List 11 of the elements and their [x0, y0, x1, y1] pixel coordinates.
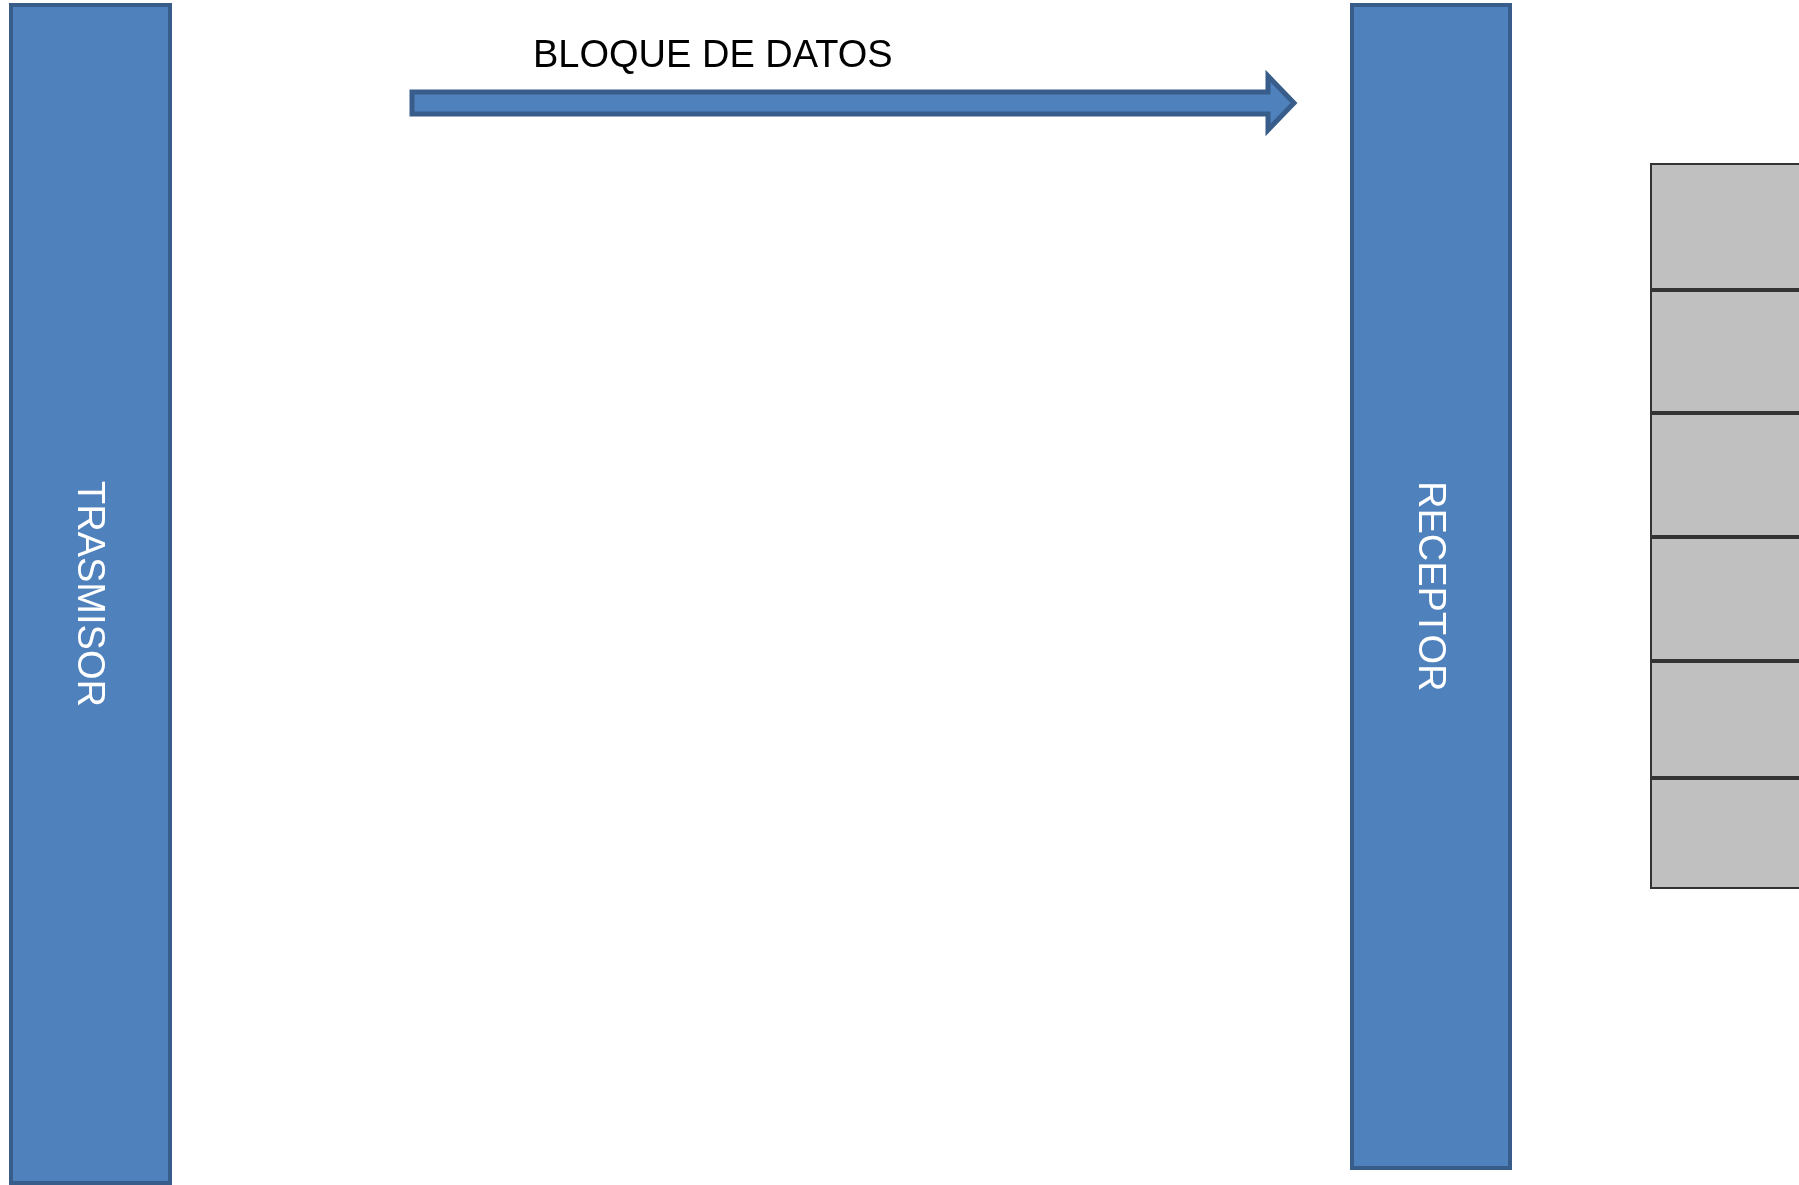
vertical-bar — [1350, 3, 1512, 1170]
stack-box — [1650, 290, 1799, 413]
bar-label: TRASMISOR — [69, 481, 112, 707]
stack-box — [1650, 661, 1799, 778]
vertical-bar — [9, 3, 172, 1185]
block-arrow — [409, 69, 1298, 137]
stack-box — [1650, 537, 1799, 661]
stack-box — [1650, 778, 1799, 889]
stack-box — [1650, 163, 1799, 290]
stack-box — [1650, 413, 1799, 537]
bar-label: RECEPTOR — [1409, 481, 1453, 692]
